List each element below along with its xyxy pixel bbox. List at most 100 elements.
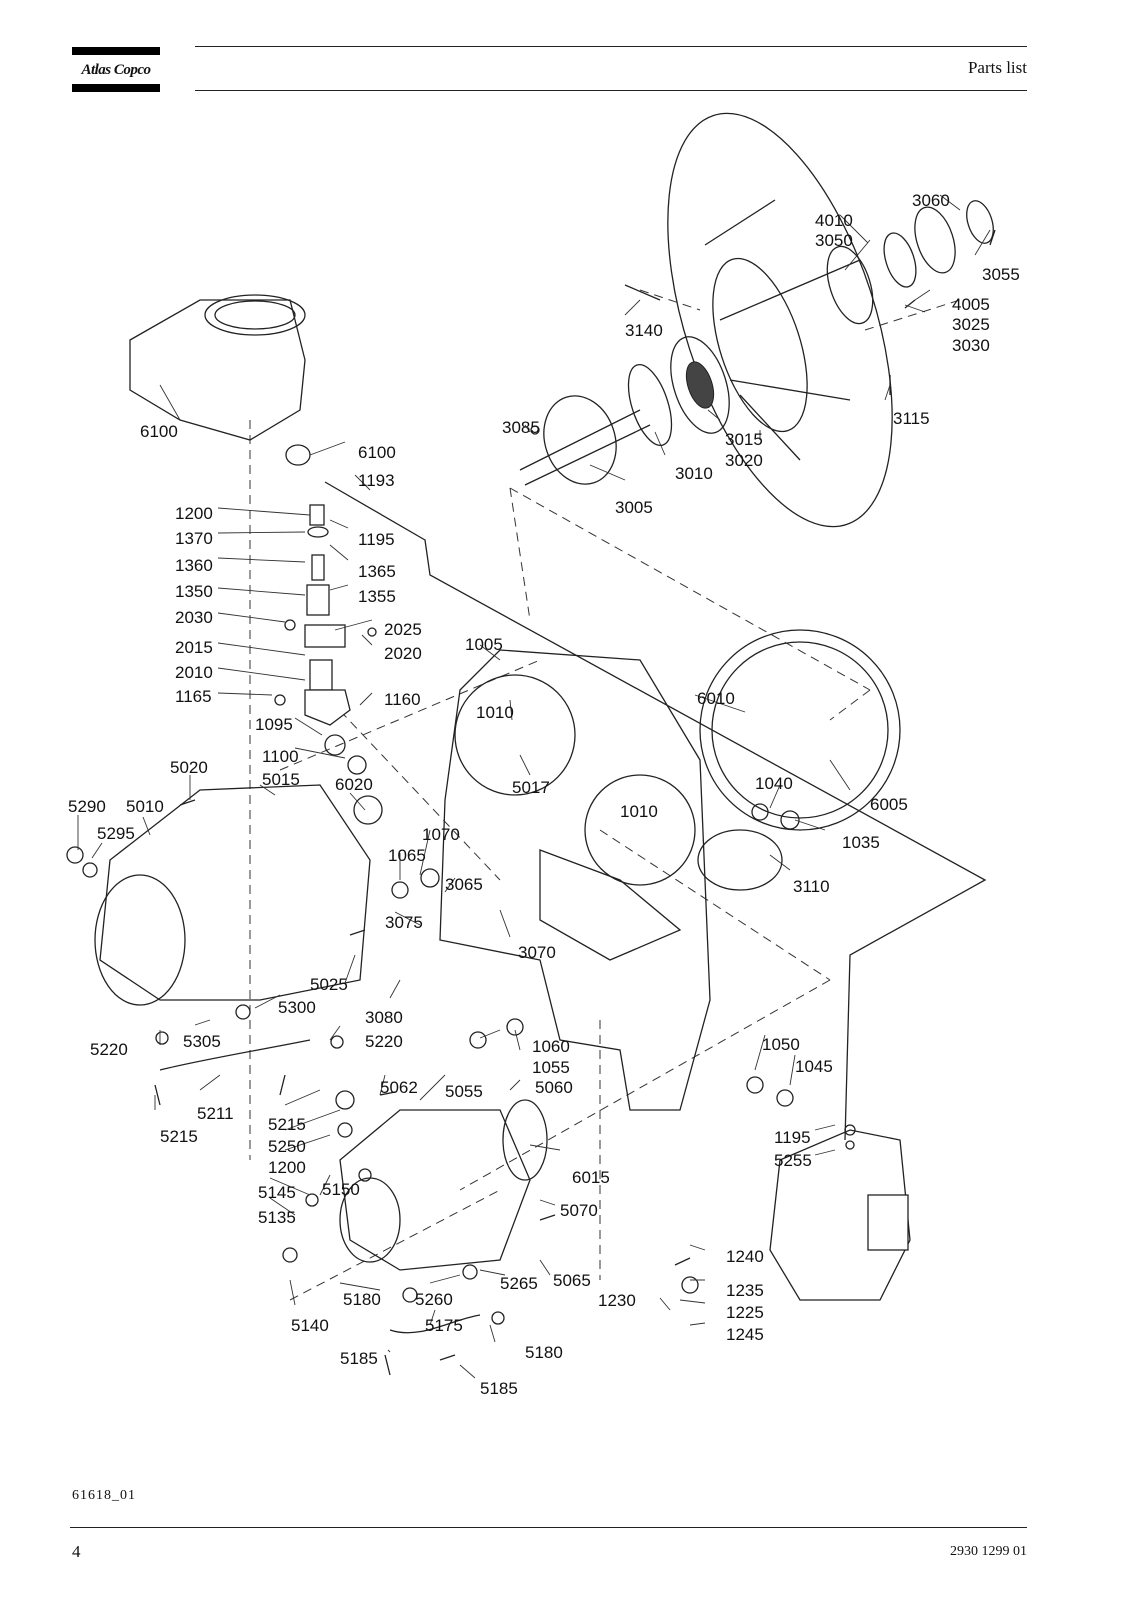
logo-bar-bottom	[72, 84, 160, 92]
logo-bar-top	[72, 47, 160, 55]
callout-1040: 1040	[755, 774, 793, 793]
callout-5060: 5060	[535, 1078, 573, 1097]
callout-1045: 1045	[795, 1057, 833, 1076]
callout-5065: 5065	[553, 1271, 591, 1290]
callout-3020: 3020	[725, 451, 763, 470]
callout-5265: 5265	[500, 1274, 538, 1293]
callout-3070: 3070	[518, 943, 556, 962]
callout-1200-b: 5255	[774, 1151, 812, 1170]
callout-labels: 3060 4010 3050 3055 4005 3025 3030 3140 …	[68, 191, 1020, 1398]
atlas-copco-logo: Atlas Copco	[72, 47, 160, 92]
callout-5180-a: 5180	[343, 1290, 381, 1309]
callout-1200: 1200	[175, 504, 213, 523]
callout-5175: 5175	[425, 1316, 463, 1335]
callout-5290: 5290	[68, 797, 106, 816]
callout-3025: 3025	[952, 315, 990, 334]
callout-1160: 1160	[384, 690, 421, 709]
callout-5145: 5145	[258, 1183, 296, 1202]
page-number: 4	[72, 1542, 81, 1561]
callout-3050: 3050	[815, 231, 853, 250]
callout-5135: 5135	[258, 1208, 296, 1227]
callout-5020: 5020	[170, 758, 208, 777]
callout-6010: 6010	[697, 689, 735, 708]
callout-5015: 5015	[262, 770, 300, 789]
callout-5017: 5017	[512, 778, 550, 797]
callout-6015: 6015	[572, 1168, 610, 1187]
callout-5062: 5062	[380, 1078, 418, 1097]
callout-1100: 1100	[262, 747, 299, 766]
callout-2020: 2020	[384, 644, 422, 663]
callout-5150: 5150	[322, 1180, 360, 1199]
page-title: Parts list	[967, 58, 1027, 77]
callout-1355: 1355	[358, 587, 396, 606]
callout-2010: 2010	[175, 663, 213, 682]
callout-3140: 3140	[625, 321, 663, 340]
callout-4010: 4010	[815, 211, 853, 230]
callout-1195: 1195	[358, 530, 395, 549]
callout-5220-b: 5220	[365, 1032, 403, 1051]
callout-5010: 5010	[126, 797, 164, 816]
callout-5250: 5250	[268, 1137, 306, 1156]
callout-leaders	[77, 194, 991, 1379]
callout-1005: 1005	[465, 635, 503, 654]
header-rule-bottom	[195, 90, 1027, 91]
callout-1195-b: 1195	[774, 1128, 811, 1147]
footer-rule	[70, 1527, 1027, 1528]
callout-5185-b: 5185	[480, 1379, 518, 1398]
callout-4005: 4005	[952, 295, 990, 314]
callout-5055: 5055	[445, 1082, 483, 1101]
callout-1010-b: 1010	[620, 802, 658, 821]
callout-1050: 1050	[762, 1035, 800, 1054]
drawing-lines	[66, 112, 996, 1376]
callout-1360: 1360	[175, 556, 213, 575]
figure-id: 61618_01	[72, 1488, 136, 1503]
callout-5140: 5140	[291, 1316, 329, 1335]
callout-3080: 3080	[365, 1008, 403, 1027]
callout-2030: 2030	[175, 608, 213, 627]
callout-3015: 3015	[725, 430, 763, 449]
callout-1165: 1165	[175, 687, 212, 706]
callout-1010-a: 1010	[476, 703, 514, 722]
callout-3065: 3065	[445, 875, 483, 894]
callout-5185-a: 5185	[340, 1349, 378, 1368]
callout-1350: 1350	[175, 582, 213, 601]
callout-1370: 1370	[175, 529, 213, 548]
callout-5255: 1200	[268, 1158, 306, 1177]
callout-6005: 6005	[870, 795, 908, 814]
callout-1070: 1070	[422, 825, 460, 844]
callout-3030: 3030	[952, 336, 990, 355]
callout-5211: 5211	[197, 1104, 234, 1123]
callout-5070: 5070	[560, 1201, 598, 1220]
callout-1193: 1193	[358, 471, 395, 490]
callout-1095: 1095	[255, 715, 293, 734]
callout-5215-b: 5215	[268, 1115, 306, 1134]
callout-5220-a: 5220	[90, 1040, 128, 1059]
document-number: 2930 1299 01	[950, 1544, 1027, 1559]
callout-6100-b: 6100	[358, 443, 396, 462]
callout-1055: 1055	[532, 1058, 570, 1077]
callout-3085: 3085	[502, 418, 540, 437]
callout-1230: 1230	[598, 1291, 636, 1310]
header-rule-top	[195, 46, 1027, 47]
callout-1035: 1035	[842, 833, 880, 852]
callout-3060: 3060	[912, 191, 950, 210]
callout-2025: 2025	[384, 620, 422, 639]
callout-2015: 2015	[175, 638, 213, 657]
callout-3110: 3110	[793, 877, 830, 896]
callout-5295: 5295	[97, 824, 135, 843]
callout-3010: 3010	[675, 464, 713, 483]
callout-1240: 1240	[726, 1247, 764, 1266]
callout-5180-b: 5180	[525, 1343, 563, 1362]
callout-6020: 6020	[335, 775, 373, 794]
callout-1235: 1235	[726, 1281, 764, 1300]
callout-5305: 5305	[183, 1032, 221, 1051]
callout-5025: 5025	[310, 975, 348, 994]
callout-5300: 5300	[278, 998, 316, 1017]
callout-1245: 1245	[726, 1325, 764, 1344]
callout-3075: 3075	[385, 913, 423, 932]
callout-3005: 3005	[615, 498, 653, 517]
callout-1225: 1225	[726, 1303, 764, 1322]
callout-3055: 3055	[982, 265, 1020, 284]
callout-5260: 5260	[415, 1290, 453, 1309]
